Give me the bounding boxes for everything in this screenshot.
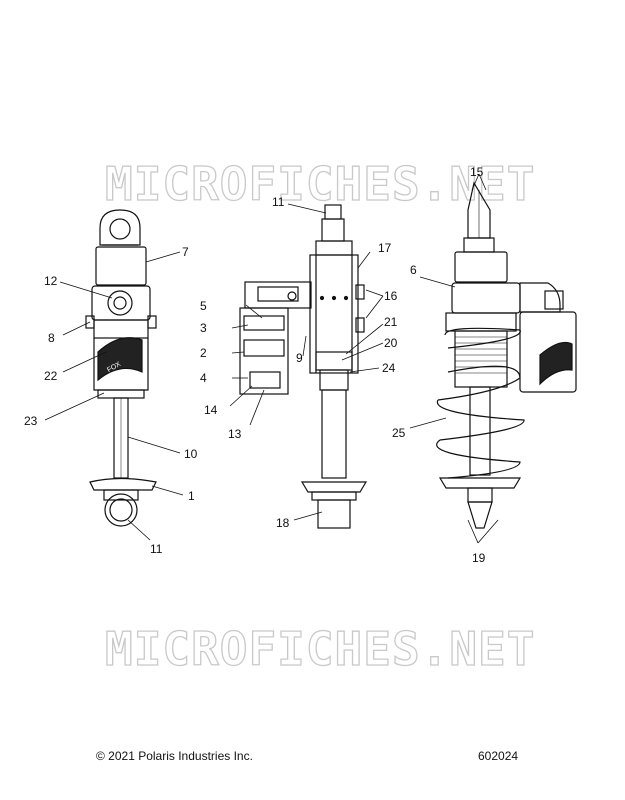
callout-25: 25 (392, 426, 406, 440)
callout-10: 10 (184, 447, 198, 461)
callout-9: 9 (296, 351, 303, 365)
callout-16: 16 (384, 289, 398, 303)
drawing-number: 602024 (478, 749, 519, 763)
leader-lines (44, 173, 499, 544)
watermark-bottom: MICROFICHES.NET (105, 622, 535, 676)
watermark-top: MICROFICHES.NET (105, 157, 535, 211)
callout-13: 13 (228, 427, 242, 441)
callout-8: 8 (48, 331, 55, 345)
copyright-text: © 2021 Polaris Industries Inc. (96, 749, 253, 763)
callout-20: 20 (384, 336, 398, 350)
callout-11-left: 11 (150, 542, 163, 556)
callout-11-middle: 11 (272, 195, 285, 209)
callout-18: 18 (276, 516, 290, 530)
callout-6: 6 (410, 263, 417, 277)
callout-15: 15 (470, 165, 484, 179)
callout-24: 24 (382, 361, 396, 375)
left-shock-assembly: FOX (85, 209, 157, 527)
callout-14: 14 (204, 403, 218, 417)
callout-3: 3 (200, 321, 207, 335)
callout-4: 4 (200, 371, 207, 385)
callout-12: 12 (44, 274, 58, 288)
callout-5: 5 (200, 299, 207, 313)
callout-1: 1 (188, 489, 195, 503)
callout-21: 21 (384, 315, 398, 329)
callout-7: 7 (182, 245, 189, 259)
callout-19: 19 (472, 551, 486, 565)
callout-2: 2 (200, 346, 207, 360)
middle-cutaway-assembly (239, 204, 368, 529)
callout-17: 17 (378, 241, 392, 255)
callout-23: 23 (24, 414, 38, 428)
right-shock-assembly (436, 181, 577, 529)
callout-22: 22 (44, 369, 58, 383)
callouts: 7 12 8 22 23 10 1 11 11 5 3 2 4 14 13 9 … (24, 165, 486, 565)
